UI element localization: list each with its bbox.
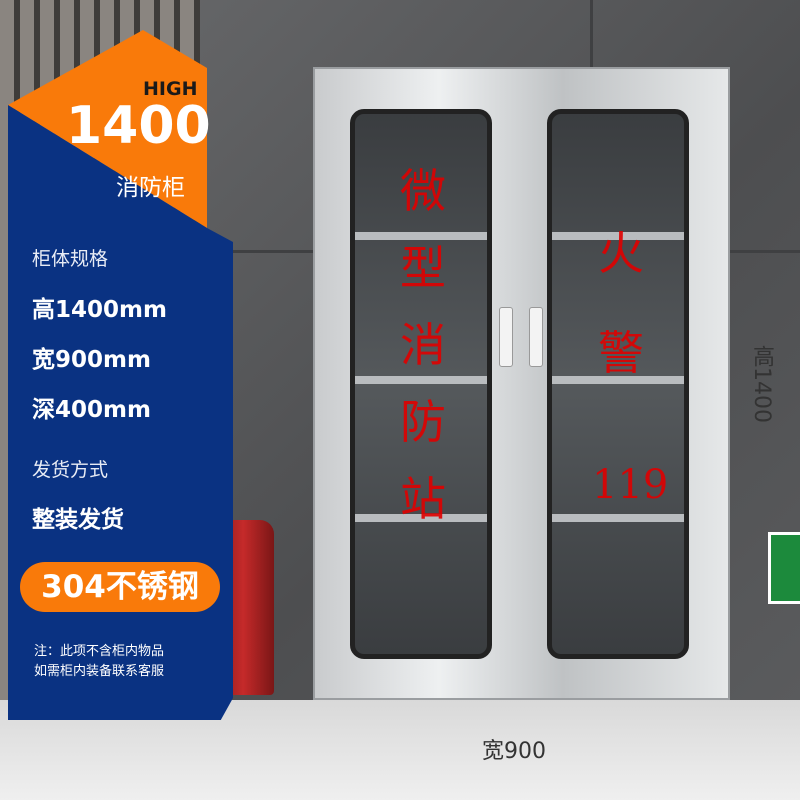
fire-cabinet: [313, 67, 730, 700]
shipping-heading: 发货方式: [32, 459, 109, 481]
height-value: 1400: [66, 96, 211, 156]
product-name: 消防柜: [116, 175, 185, 201]
specs-heading: 柜体规格: [32, 248, 109, 270]
overlay-char: 站: [400, 472, 446, 526]
overlay-char: 型: [400, 241, 446, 295]
right-door-handle[interactable]: [529, 307, 543, 367]
note-line: 注：此项不含柜内物品: [34, 644, 165, 659]
right-door-glass: [547, 109, 689, 659]
shipping-value: 整装发货: [32, 507, 124, 533]
exit-sign: [768, 532, 800, 604]
spec-width: 宽900mm: [32, 347, 151, 373]
overlay-char: 警: [598, 326, 644, 380]
overlay-char: 火: [598, 226, 644, 280]
overlay-number: 119: [592, 462, 669, 508]
spec-height: 高1400mm: [32, 297, 167, 323]
width-dimension-label: 宽900: [482, 739, 546, 764]
left-door-glass: [350, 109, 492, 659]
overlay-char: 消: [400, 318, 446, 372]
note-line: 如需柜内装备联系客服: [34, 664, 165, 679]
high-label: HIGH: [143, 78, 198, 100]
left-door-handle[interactable]: [499, 307, 513, 367]
overlay-char: 微: [400, 164, 446, 218]
material-badge: 304不锈钢: [20, 562, 220, 612]
spec-depth: 深400mm: [32, 397, 151, 423]
height-dimension-label: 高1400: [749, 345, 774, 423]
overlay-char: 防: [400, 395, 446, 449]
